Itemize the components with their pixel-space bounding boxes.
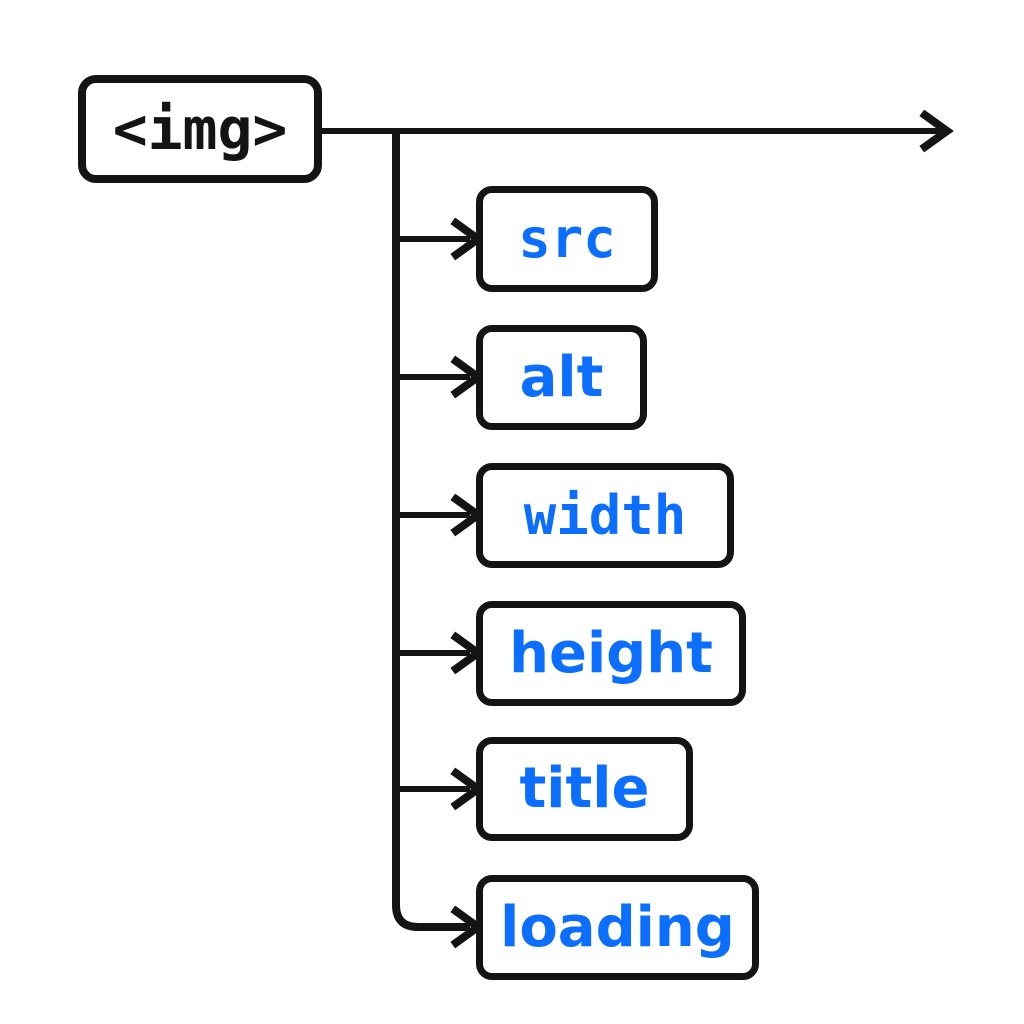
node-src-label: src [518, 207, 616, 270]
node-width[interactable]: width [476, 463, 734, 568]
node-title[interactable]: title [476, 737, 693, 841]
node-alt-label: alt [519, 344, 604, 410]
node-loading[interactable]: loading [476, 875, 759, 980]
node-alt[interactable]: alt [476, 325, 647, 430]
node-img-root[interactable]: <img> [78, 75, 322, 183]
node-loading-label: loading [500, 894, 735, 960]
node-title-label: title [519, 756, 650, 821]
node-src[interactable]: src [476, 186, 658, 292]
node-width-label: width [523, 483, 687, 547]
node-img-root-label: <img> [112, 95, 288, 163]
node-height[interactable]: height [476, 601, 746, 706]
node-height-label: height [509, 620, 713, 686]
